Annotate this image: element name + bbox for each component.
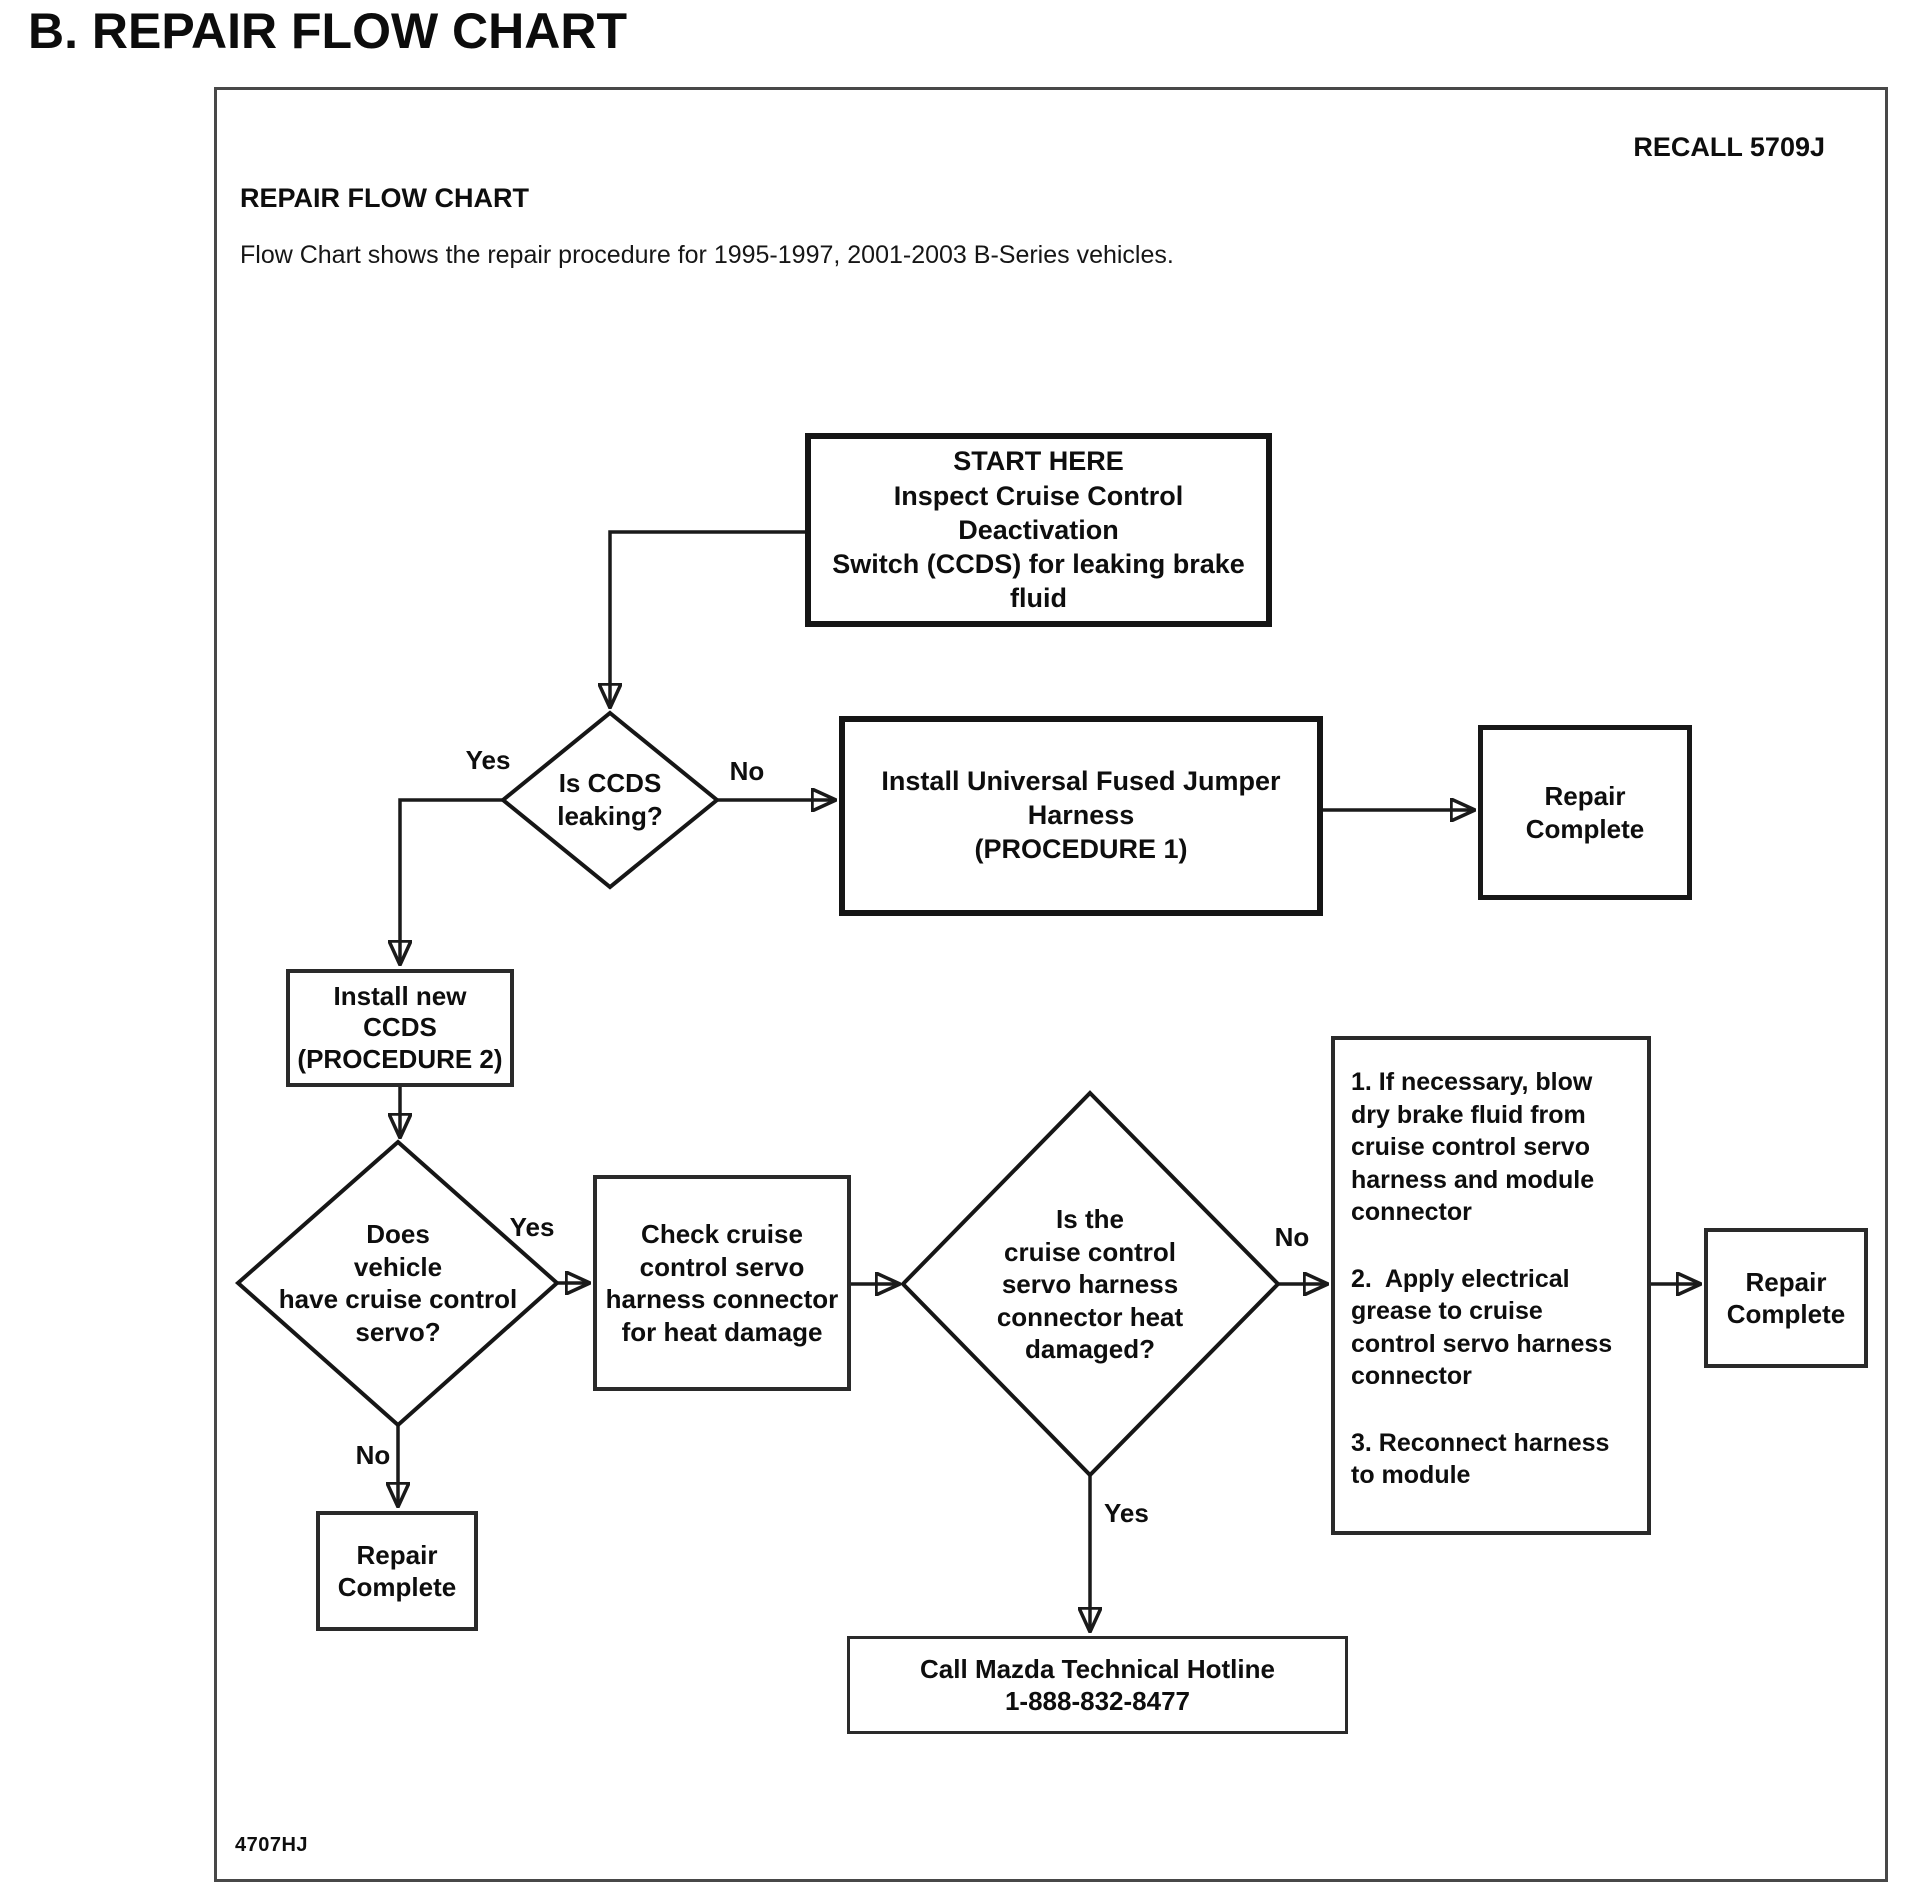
start-node-title: START HERE [953, 445, 1124, 476]
servo-step-2: 2. Apply electrical grease to cruise con… [1351, 1264, 1620, 1391]
branch-label-servo-yes: Yes [509, 1212, 555, 1242]
branch-label-servo-no: No [355, 1440, 391, 1470]
install-new-ccds-node: Install new CCDS (PROCEDURE 2) [286, 969, 514, 1087]
branch-label-heat-no: No [1274, 1222, 1310, 1252]
hotline-text: Call Mazda Technical Hotline 1-888-832-8… [920, 1653, 1275, 1717]
repair-complete-top-node: Repair Complete [1478, 725, 1692, 900]
decision-heat-damage-text: Is the cruise control servo harness conn… [996, 1204, 1184, 1364]
decision-diamond-ccds-leaking [499, 710, 721, 890]
section-heading: REPAIR FLOW CHART [240, 183, 529, 213]
page-title: B. REPAIR FLOW CHART [28, 3, 628, 59]
repair-complete-right-text: Repair Complete [1726, 1266, 1846, 1330]
connector-start-to-leaking-decision [610, 530, 805, 708]
check-connector-node: Check cruise control servo harness conne… [593, 1175, 851, 1391]
branch-label-leaking-yes: Yes [465, 745, 511, 775]
decision-has-servo-text: Does vehicle have cruise control servo? [278, 1219, 518, 1347]
check-connector-text: Check cruise control servo harness conne… [605, 1219, 839, 1347]
doc-code: 4707HJ [235, 1834, 309, 1856]
repair-complete-top-text: Repair Complete [1525, 781, 1645, 844]
recall-reference: RECALL 5709J [1633, 132, 1825, 162]
start-node-text: Inspect Cruise Control Deactivation Swit… [832, 481, 1245, 613]
intro-text: Flow Chart shows the repair procedure fo… [240, 241, 1174, 269]
decision-diamond-heat-damaged [900, 1090, 1281, 1478]
install-new-ccds-text: Install new CCDS (PROCEDURE 2) [297, 981, 503, 1074]
start-node: START HERE Inspect Cruise Control Deacti… [805, 433, 1272, 627]
connector-leaking-yes-to-install-ccds [400, 798, 503, 965]
servo-step-3: 3. Reconnect harness to module [1351, 1428, 1617, 1490]
hotline-node: Call Mazda Technical Hotline 1-888-832-8… [847, 1636, 1348, 1734]
servo-step-1: 1. If necessary, blow dry brake fluid fr… [1351, 1068, 1602, 1226]
repair-complete-right-node: Repair Complete [1704, 1228, 1868, 1368]
procedure1-text: Install Universal Fused Jumper Harness (… [881, 766, 1281, 864]
decision-ccds-leaking-text: Is CCDS leaking? [557, 768, 663, 831]
branch-label-heat-yes: Yes [1104, 1498, 1149, 1528]
branch-label-leaking-no: No [729, 756, 765, 786]
repair-complete-left-text: Repair Complete [337, 1539, 457, 1603]
repair-complete-left-node: Repair Complete [316, 1511, 478, 1631]
decision-diamond-has-servo [234, 1139, 561, 1428]
procedure1-node: Install Universal Fused Jumper Harness (… [839, 716, 1323, 916]
servo-steps-node: 1. If necessary, blow dry brake fluid fr… [1331, 1036, 1651, 1535]
